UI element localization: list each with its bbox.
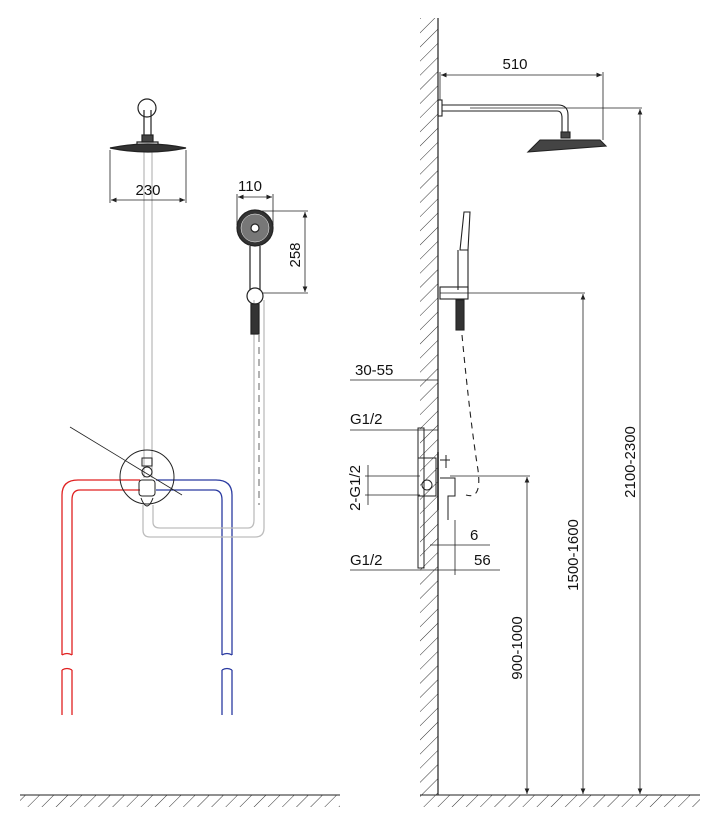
side-view: 510 [347, 18, 700, 807]
mixer-valve [119, 449, 175, 507]
floor-left [20, 794, 340, 807]
side-dimensions [350, 107, 643, 794]
shower-arm [437, 99, 608, 153]
valve-height-label: 900-1000 [509, 616, 526, 679]
leader-line [69, 426, 183, 496]
dimension-510 [439, 72, 604, 140]
valve-projection-label: 56 [474, 552, 491, 569]
hand-shower [236, 209, 274, 335]
wall [420, 18, 439, 795]
hand-shower-height-label: 258 [287, 242, 304, 267]
inlet-bottom-label: G1/2 [350, 552, 383, 569]
inlet-top-label: G1/2 [350, 411, 383, 428]
dimension-110 [236, 194, 274, 225]
wall-depth-label: 30-55 [355, 362, 393, 379]
arm-length-label: 510 [502, 56, 527, 73]
dimension-230 [109, 150, 187, 203]
dimension-258 [262, 210, 308, 294]
floor-right [420, 794, 700, 807]
holder-height-label: 1500-1600 [565, 519, 582, 591]
head-height-label: 2100-2300 [622, 426, 639, 498]
rain-shower-head [109, 98, 187, 153]
hot-water-pipe [61, 479, 140, 715]
hand-shower-width-label: 110 [238, 178, 262, 195]
plate-offset-label: 6 [470, 527, 478, 544]
cold-water-pipe [156, 479, 233, 715]
hand-shower-side [439, 211, 480, 497]
concealed-outlet-pipe [142, 150, 265, 538]
rain-head-width-label: 230 [135, 182, 160, 199]
valve-side [417, 427, 456, 569]
side-outlets-label: 2-G1/2 [347, 465, 364, 511]
front-view: 230 110 258 [20, 98, 340, 807]
